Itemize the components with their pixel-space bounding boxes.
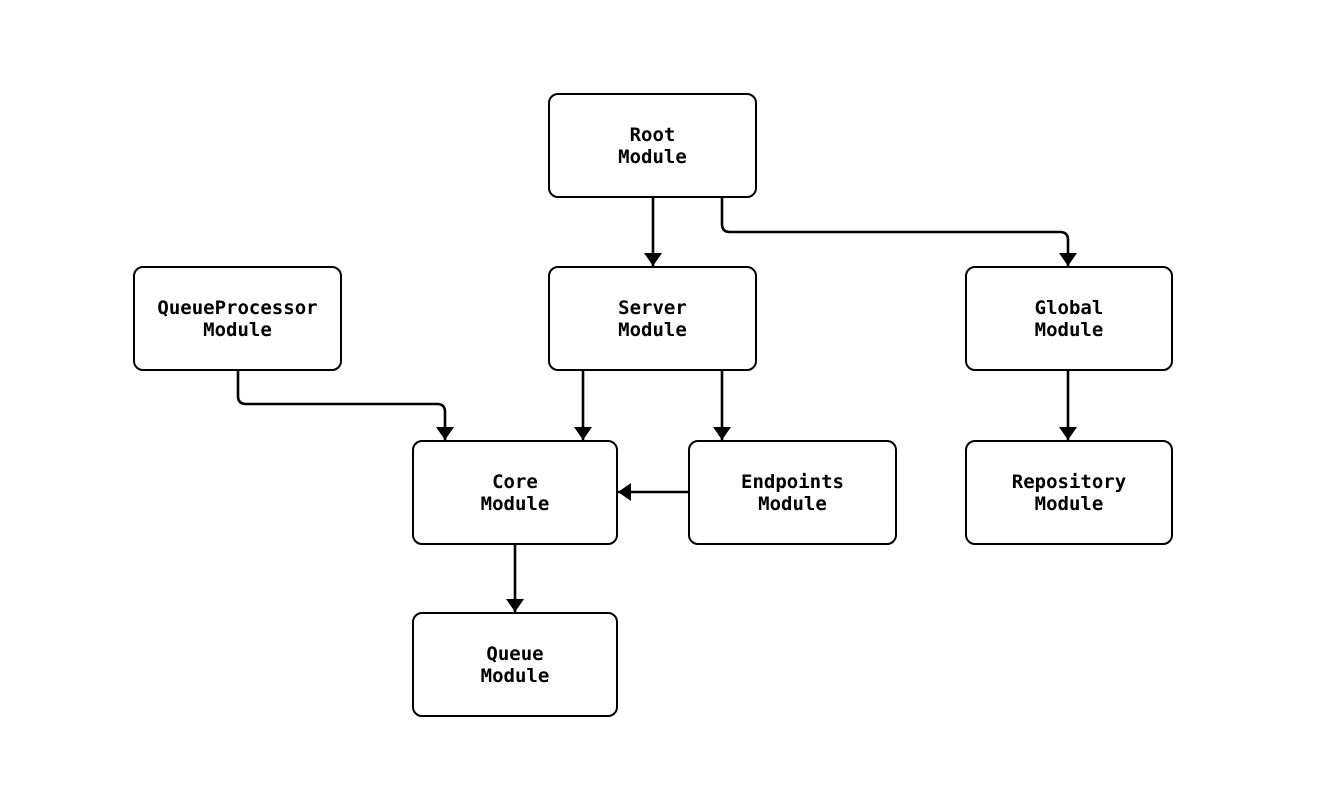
- node-repository-module: Repository Module: [965, 440, 1173, 545]
- node-endpoints-module-label: Endpoints Module: [741, 470, 844, 515]
- edge-queueprocessor-to-core: [236, 371, 454, 440]
- node-root-module: Root Module: [548, 93, 757, 198]
- node-queue-module-label: Queue Module: [480, 642, 550, 687]
- node-root-module-label: Root Module: [618, 123, 687, 168]
- node-server-module-label: Server Module: [618, 296, 687, 341]
- node-core-module: Core Module: [412, 440, 618, 545]
- node-endpoints-module: Endpoints Module: [688, 440, 897, 545]
- node-queue-module: Queue Module: [412, 612, 618, 717]
- node-core-module-label: Core Module: [480, 470, 550, 515]
- edge-root-to-global: [720, 198, 1077, 266]
- node-global-module-label: Global Module: [1034, 296, 1104, 341]
- node-queueprocessor-module-label: QueueProcessor Module: [157, 296, 318, 341]
- node-global-module: Global Module: [965, 266, 1173, 371]
- node-queueprocessor-module: QueueProcessor Module: [133, 266, 342, 371]
- node-server-module: Server Module: [548, 266, 757, 371]
- node-repository-module-label: Repository Module: [1011, 470, 1127, 515]
